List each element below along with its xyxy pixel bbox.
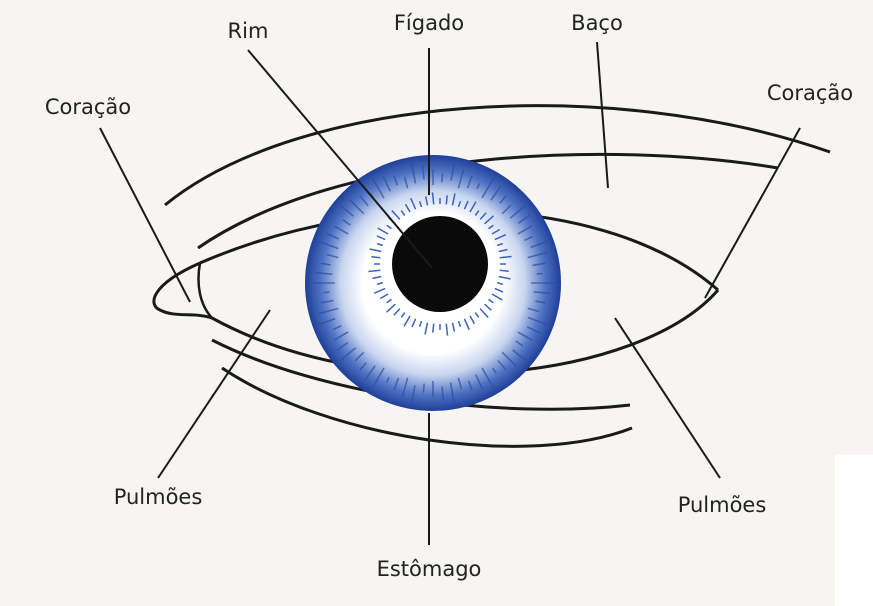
iris-streak xyxy=(423,384,424,393)
label-pulmoes-right: Pulmões xyxy=(678,493,767,517)
label-coracao-left: Coração xyxy=(45,95,131,119)
iris-streak xyxy=(537,273,543,274)
label-estomago: Estômago xyxy=(377,557,482,581)
collarette-tick xyxy=(433,324,434,333)
corner-patch xyxy=(835,455,873,606)
pupil xyxy=(392,216,488,312)
label-pulmoes-left: Pulmões xyxy=(114,485,203,509)
collarette-tick xyxy=(371,257,380,258)
collarette-tick xyxy=(446,195,447,204)
label-figado: Fígado xyxy=(394,11,464,35)
label-coracao-right: Coração xyxy=(767,81,853,105)
iris-streak xyxy=(442,173,443,182)
collarette-tick xyxy=(500,270,509,271)
label-baco: Baço xyxy=(571,11,623,35)
label-rim: Rim xyxy=(228,19,269,43)
iris-streak xyxy=(323,292,329,293)
